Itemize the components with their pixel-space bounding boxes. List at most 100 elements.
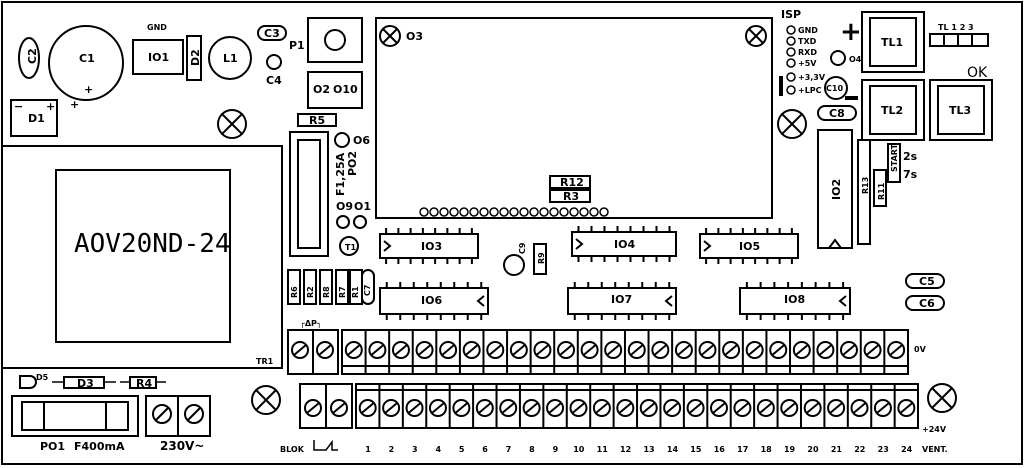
ov-screw[interactable] <box>816 341 835 359</box>
ov-screw[interactable] <box>604 341 623 359</box>
r11-resistor <box>873 169 887 207</box>
ov-screw-slot <box>441 344 455 356</box>
ov-screw[interactable] <box>839 341 858 359</box>
ov-screw[interactable] <box>557 341 576 359</box>
header-pin <box>449 207 459 217</box>
v24-screw[interactable] <box>827 399 846 417</box>
res-r8: R8 <box>322 286 331 298</box>
v24-screw-head <box>663 399 682 417</box>
o9-led <box>336 215 350 229</box>
terminal-number: 22 <box>854 445 865 454</box>
d2-diode <box>186 35 202 81</box>
tl1-button-frame[interactable] <box>861 11 925 73</box>
tl3-button-frame[interactable] <box>929 79 993 141</box>
v24-screw[interactable] <box>616 399 635 417</box>
r4-label: R4 <box>136 377 152 390</box>
v24-screw[interactable] <box>358 399 377 417</box>
ov-screw-head <box>698 341 717 359</box>
o1-label: O1 <box>354 200 371 213</box>
v24-screw[interactable] <box>569 399 588 417</box>
ov-screw[interactable] <box>863 341 882 359</box>
mains-screw-1[interactable] <box>152 404 172 424</box>
ov-screw[interactable] <box>462 341 481 359</box>
fuse-holder <box>289 131 329 257</box>
dp-screw-2-slot <box>318 344 332 356</box>
v24-screw[interactable] <box>546 399 565 417</box>
tl2-button-frame[interactable] <box>861 79 925 141</box>
d5-label: D5 <box>36 373 49 382</box>
o10-label: O10 <box>333 83 358 96</box>
v24-screw[interactable] <box>428 399 447 417</box>
transformer-model: AOV20ND-24 <box>74 229 231 259</box>
v24-screw[interactable] <box>499 399 518 417</box>
v24-screw-slot <box>829 402 843 414</box>
ov-screw[interactable] <box>722 341 741 359</box>
v24-screw[interactable] <box>686 399 705 417</box>
ov-screw[interactable] <box>439 341 458 359</box>
ov-screw[interactable] <box>769 341 788 359</box>
terminal-number: 20 <box>807 445 819 454</box>
dp-screw-2[interactable] <box>316 341 334 359</box>
dp-screw-2-head <box>316 341 334 359</box>
header-pin <box>499 207 509 217</box>
tl1-button[interactable] <box>869 17 917 67</box>
ov-screw-slot <box>370 344 385 356</box>
ov-screw[interactable] <box>651 341 670 359</box>
v24-screw-head <box>382 399 401 417</box>
mains-screw-2[interactable] <box>184 404 204 424</box>
v24-screw[interactable] <box>382 399 401 417</box>
io7-chip <box>567 282 677 320</box>
tl3-label: TL3 <box>949 104 971 117</box>
ov-screw[interactable] <box>627 341 646 359</box>
ov-screw[interactable] <box>674 341 693 359</box>
blok-screw-2[interactable] <box>330 399 348 417</box>
dp-screw-1-head <box>291 341 309 359</box>
v24-screw[interactable] <box>780 399 799 417</box>
ov-screw[interactable] <box>533 341 552 359</box>
tl2-label: TL2 <box>881 104 903 117</box>
dp-screw-1[interactable] <box>291 341 309 359</box>
r9-resistor <box>533 243 547 275</box>
blok-screw-1[interactable] <box>304 399 322 417</box>
v24-screw[interactable] <box>663 399 682 417</box>
v24-screw[interactable] <box>452 399 471 417</box>
ov-screw-head <box>391 341 410 359</box>
start-label: START <box>890 143 899 172</box>
v24-screw[interactable] <box>639 399 658 417</box>
ov-screw-head <box>557 341 576 359</box>
v24-screw[interactable] <box>873 399 892 417</box>
tl2-button[interactable] <box>869 85 917 135</box>
start-jumper[interactable] <box>887 143 901 183</box>
io2-chip <box>817 129 853 249</box>
v24-screw[interactable] <box>756 399 775 417</box>
ov-screw[interactable] <box>486 341 505 359</box>
v24-screw[interactable] <box>592 399 611 417</box>
v24-screw-head <box>592 399 611 417</box>
ov-screw[interactable] <box>698 341 717 359</box>
ov-screw[interactable] <box>415 341 434 359</box>
ov-screw[interactable] <box>580 341 599 359</box>
c8-capacitor <box>817 105 857 121</box>
v24-screw[interactable] <box>803 399 822 417</box>
v24-screw[interactable] <box>850 399 869 417</box>
ov-screw[interactable] <box>745 341 764 359</box>
v24-screw[interactable] <box>710 399 728 417</box>
c5-label: C5 <box>919 275 935 288</box>
io3-chip-notch <box>383 240 392 252</box>
ov-screw[interactable] <box>368 341 387 359</box>
ov-screw[interactable] <box>792 341 811 359</box>
ov-screw[interactable] <box>391 341 410 359</box>
c1-capacitor <box>48 25 124 101</box>
ov-screw[interactable] <box>887 341 906 359</box>
v24-screw[interactable] <box>897 399 916 417</box>
s2-label: 2s <box>903 150 918 163</box>
v24-screw-slot <box>407 402 422 414</box>
v24-screw[interactable] <box>733 399 752 417</box>
v24-screw[interactable] <box>405 399 424 417</box>
v24-screw[interactable] <box>522 399 541 417</box>
isp-pin-pad <box>786 72 796 82</box>
ov-screw[interactable] <box>344 341 363 359</box>
ov-screw[interactable] <box>509 341 528 359</box>
tl3-button[interactable] <box>937 85 985 135</box>
v24-screw[interactable] <box>475 399 494 417</box>
